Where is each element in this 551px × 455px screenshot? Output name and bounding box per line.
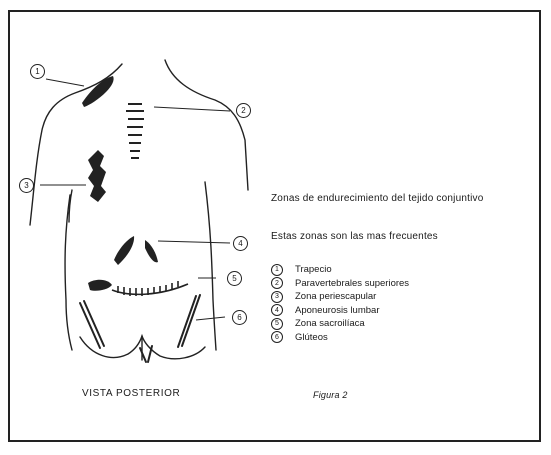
- view-caption: VISTA POSTERIOR: [82, 388, 180, 399]
- legend-item: 1 Trapecio: [271, 263, 409, 277]
- right-body-outline: [165, 60, 248, 190]
- legend-label: Paravertebrales superiores: [295, 278, 409, 289]
- legend-item: 2 Paravertebrales superiores: [271, 277, 409, 291]
- figure-label: Figura 2: [313, 390, 348, 400]
- zone-label-6: 6: [232, 310, 247, 325]
- legend-number: 3: [271, 291, 283, 303]
- zone-label-4: 4: [233, 236, 248, 251]
- legend-label: Aponeurosis lumbar: [295, 305, 380, 316]
- zone-4-mark-left: [114, 236, 134, 265]
- zone-label-2: 2: [236, 103, 251, 118]
- description-line-2: Estas zonas son las mas frecuentes: [271, 231, 438, 242]
- legend-number: 1: [271, 264, 283, 276]
- zone-5-comb: [112, 281, 188, 296]
- right-torso-outline: [205, 182, 216, 350]
- legend-number: 6: [271, 331, 283, 343]
- zone-label-5: 5: [227, 271, 242, 286]
- legend-label: Zona sacroilíaca: [295, 318, 365, 329]
- zone-4-mark-right: [145, 240, 158, 262]
- legend-label: Glúteos: [295, 332, 328, 343]
- zone-1-mark: [82, 76, 114, 107]
- pointer-lines: [40, 79, 230, 320]
- zone-2-mark: [126, 104, 144, 158]
- legend-item: 3 Zona periescapular: [271, 290, 409, 304]
- legend-number: 5: [271, 318, 283, 330]
- zone-label-3: 3: [19, 178, 34, 193]
- legend-item: 6 Glúteos: [271, 331, 409, 345]
- legend-label: Trapecio: [295, 264, 332, 275]
- legend-label: Zona periescapular: [295, 291, 376, 302]
- zones-legend: 1 Trapecio 2 Paravertebrales superiores …: [271, 263, 409, 344]
- legend-item: 5 Zona sacroilíaca: [271, 317, 409, 331]
- zone-5-mark-left: [88, 280, 112, 291]
- legend-number: 2: [271, 277, 283, 289]
- legend-item: 4 Aponeurosis lumbar: [271, 304, 409, 318]
- zone-3-mark: [88, 150, 106, 202]
- legend-number: 4: [271, 304, 283, 316]
- zone-6-mark: [80, 295, 200, 362]
- description-line-1: Zonas de endurecimiento del tejido conju…: [271, 193, 483, 204]
- zone-label-1: 1: [30, 64, 45, 79]
